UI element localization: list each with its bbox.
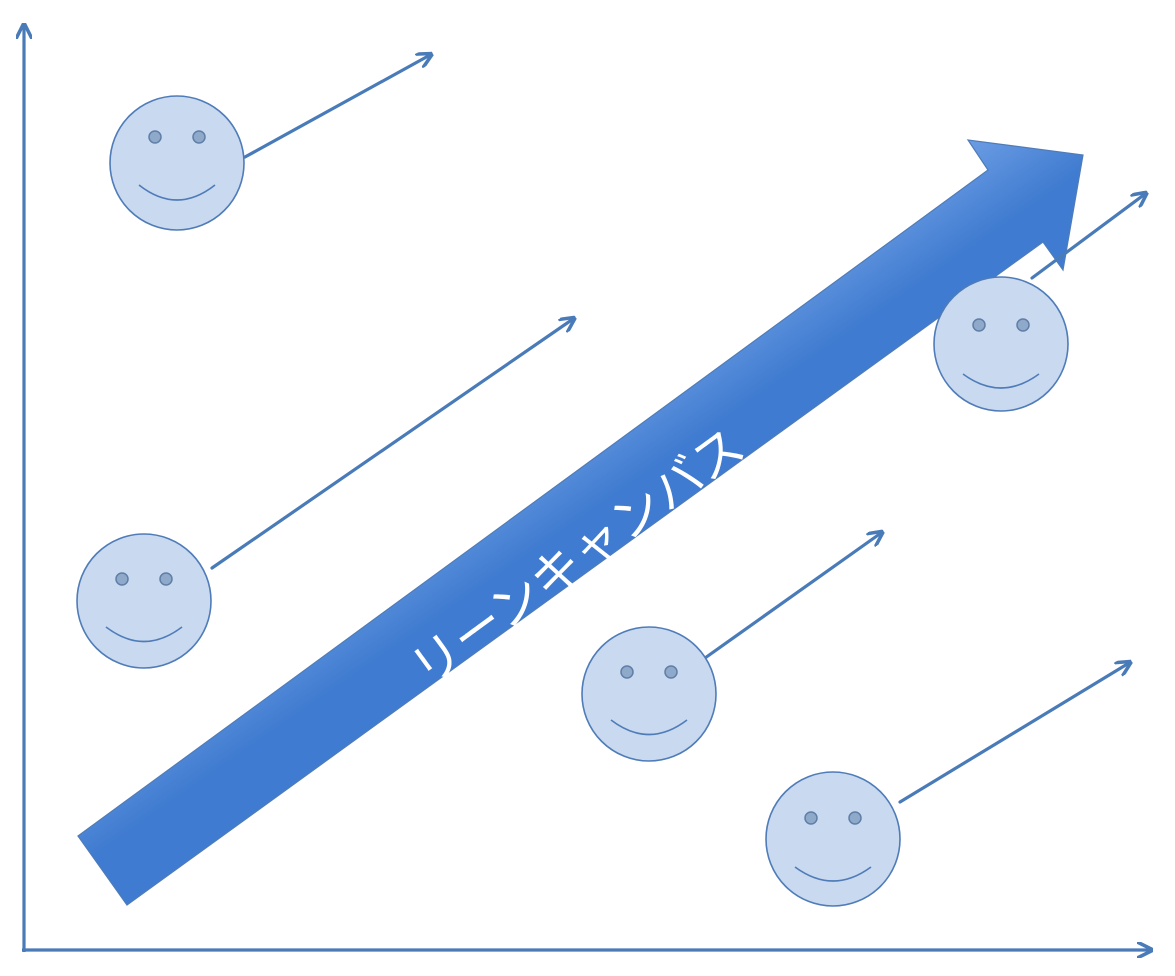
- trend-arrow-icon: [1030, 194, 1145, 280]
- face-2: [76, 533, 212, 669]
- trend-arrow-icon: [703, 533, 881, 660]
- smiley-face-icon: [581, 626, 717, 762]
- axes: [22, 26, 1150, 952]
- smiley-face-icon: [76, 533, 212, 669]
- face-3: [581, 626, 717, 762]
- trend-arrow-icon: [243, 55, 430, 159]
- trend-arrow-icon: [210, 319, 573, 570]
- face-1: [109, 95, 245, 231]
- smiley-face-icon: [765, 771, 901, 907]
- trend-arrow-icon: [898, 663, 1129, 804]
- person-arrows: [210, 55, 1145, 804]
- smiley-face-icon: [933, 276, 1069, 412]
- big-growth-arrow: リーンキャンバス: [77, 139, 1084, 906]
- smiley-face-icon: [109, 95, 245, 231]
- face-5: [765, 771, 901, 907]
- face-4: [933, 276, 1069, 412]
- big-growth-arrow-icon: [77, 139, 1084, 906]
